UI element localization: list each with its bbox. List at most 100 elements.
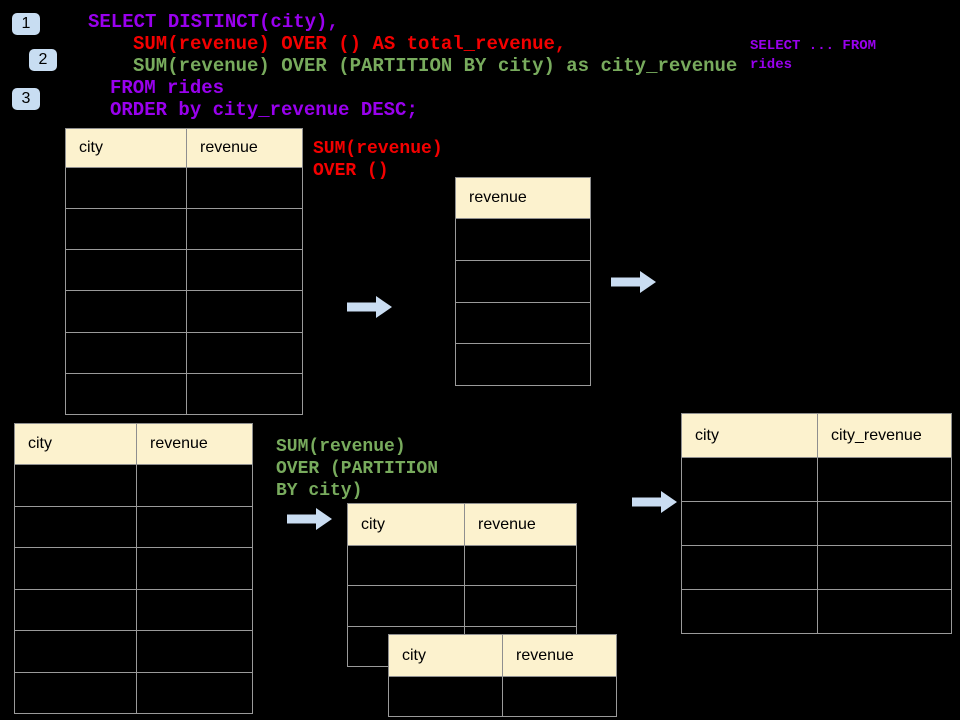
table-row [14,505,253,548]
arrow-right-icon [347,295,393,324]
table-row [14,547,253,590]
table-row [65,331,303,374]
code-line: SUM(revenue) [313,139,443,159]
table-row [455,259,591,303]
empty-cell [186,290,303,333]
empty-cell [136,588,253,631]
empty-cell [14,505,137,548]
empty-cell [65,290,187,333]
code-line: OVER (PARTITION [276,459,439,479]
column-header-city: city [65,128,187,168]
sql-code-block: SELECT DISTINCT(city),SUM(revenue) OVER … [88,11,737,121]
empty-cell [14,630,137,673]
empty-cell [388,676,503,717]
table-row [65,208,303,251]
arrow-right-shape [611,271,656,293]
empty-cell [464,585,577,627]
code-line: SELECT ... FROM [750,38,877,54]
empty-cell [65,166,187,210]
column-header-city: city [347,503,465,546]
code-line: ORDER by city_revenue DESC; [110,99,418,121]
column-header-city: city [681,413,818,458]
code-line: SELECT DISTINCT(city), [88,11,339,33]
table-row [65,290,303,333]
arrow-right-icon [611,270,657,299]
table-row [681,589,952,634]
table-row [14,464,253,507]
code-line: SUM(revenue) [276,437,406,457]
arrow-right-shape [632,491,677,513]
arrow-right-icon [287,507,333,536]
code-line: FROM rides [110,77,225,99]
arrow-right-shape [347,296,392,318]
code-line: SUM(revenue) OVER () AS total_revenue, [133,33,567,55]
empty-cell [464,544,577,587]
empty-cell [136,464,253,507]
table-row [455,343,591,386]
empty-cell [186,208,303,251]
side-sql-snippet: SELECT ... FROM rides [750,37,876,75]
empty-cell [455,343,591,386]
empty-cell [136,671,253,714]
empty-cell [455,301,591,345]
empty-cell [681,501,818,546]
table-row [65,166,303,210]
table-row [681,457,952,502]
empty-cell [136,505,253,548]
empty-cell [136,547,253,590]
table-row [388,676,617,717]
total-revenue-annotation: SUM(revenue)OVER () [313,138,443,182]
empty-cell [65,208,187,251]
table-row [347,585,577,627]
table-row [455,301,591,345]
code-line: BY city) [276,481,363,501]
empty-cell [681,457,818,502]
column-header-revenue: revenue [502,634,617,677]
table-row [681,501,952,546]
empty-cell [347,544,465,587]
column-header-city_revenue: city_revenue [817,413,952,458]
empty-cell [681,589,818,634]
empty-cell [65,249,187,292]
empty-cell [186,249,303,292]
code-line: rides [750,57,793,73]
empty-cell [817,545,952,590]
step-badge-1: 1 [12,13,40,35]
empty-cell [14,547,137,590]
step-badge-3: 3 [12,88,40,110]
empty-cell [65,372,187,416]
empty-cell [347,585,465,627]
column-header-revenue: revenue [136,423,253,465]
code-line: SUM(revenue) OVER (PARTITION BY city) as… [133,55,738,77]
empty-cell [14,588,137,631]
table-total-revenue-result: revenue [455,177,591,386]
column-header-city: city [388,634,503,677]
empty-cell [681,545,818,590]
table-row [681,545,952,590]
table-row [65,372,303,416]
empty-cell [455,218,591,261]
empty-cell [817,501,952,546]
arrow-right-shape [287,508,332,530]
empty-cell [817,589,952,634]
step-badge-2: 2 [29,49,57,71]
empty-cell [136,630,253,673]
empty-cell [502,676,617,717]
table-row [65,249,303,292]
code-line: OVER () [313,161,389,181]
table-row [347,544,577,587]
table-row [14,671,253,714]
table-row [14,630,253,673]
column-header-revenue: revenue [464,503,577,546]
column-header-city: city [14,423,137,465]
table-row [14,588,253,631]
empty-cell [186,331,303,374]
column-header-revenue: revenue [186,128,303,168]
